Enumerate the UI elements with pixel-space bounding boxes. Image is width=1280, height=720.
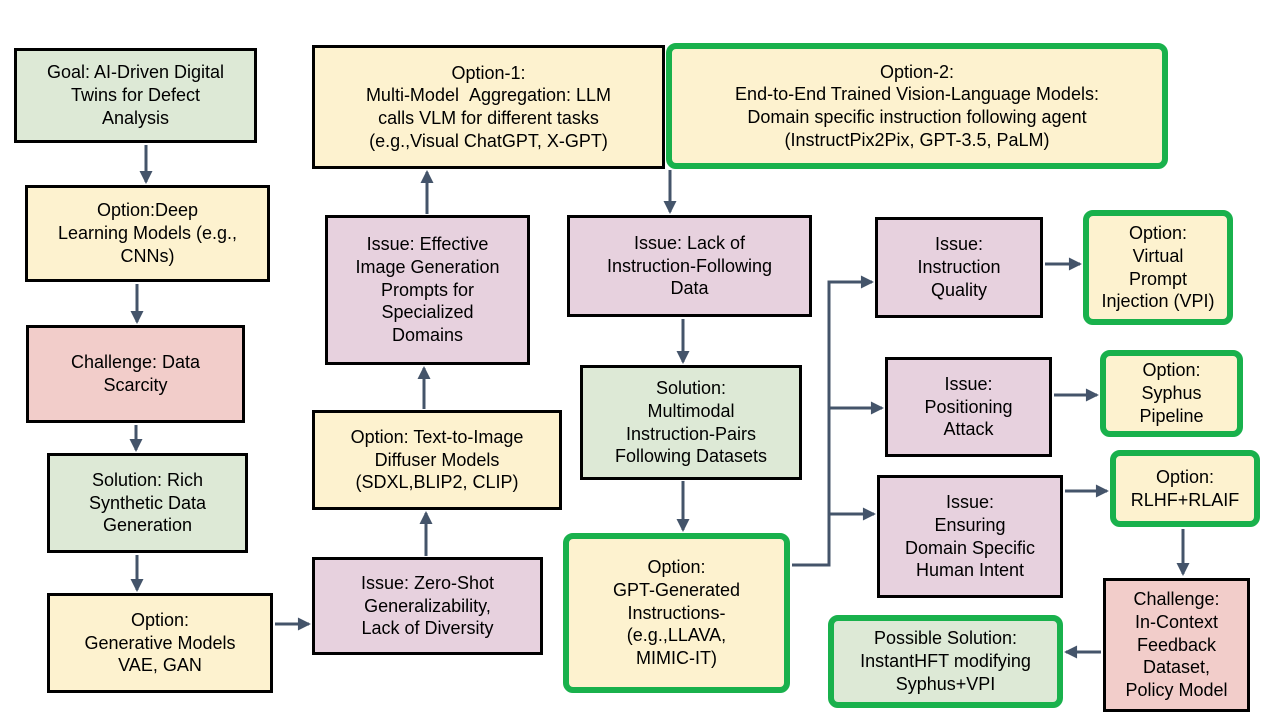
node-label: Option:Deep Learning Models (e.g., CNNs) [57, 200, 238, 266]
node-solution-rich: Solution: Rich Synthetic Data Generation [47, 453, 248, 553]
node-label: Option-2: End-to-End Trained Vision-Lang… [735, 61, 1099, 150]
node-label: Challenge: In-Context Feedback Dataset, … [1125, 589, 1228, 700]
node-label: Issue: Instruction Quality [917, 234, 1001, 300]
node-issue-lack: Issue: Lack of Instruction-Following Dat… [567, 215, 812, 317]
node-label: Option: Generative Models VAE, GAN [84, 609, 236, 676]
node-option-deep: Option:Deep Learning Models (e.g., CNNs) [25, 185, 270, 282]
node-label: Issue: Positioning Attack [924, 373, 1013, 440]
node-label: Issue: Lack of Instruction-Following Dat… [606, 232, 773, 299]
node-option-rlhf: Option: RLHF+RLAIF [1110, 450, 1260, 527]
node-label: Option: RLHF+RLAIF [1130, 466, 1240, 510]
node-option-vpi: Option: Virtual Prompt Injection (VPI) [1083, 210, 1233, 325]
node-goal: Goal: AI-Driven Digital Twins for Defect… [14, 48, 257, 143]
node-label: Challenge: Data Scarcity [70, 352, 201, 395]
node-challenge-data: Challenge: Data Scarcity [26, 325, 245, 423]
node-label: Option: GPT-Generated Instructions- (e.g… [612, 557, 741, 668]
node-label: Solution: Multimodal Instruction-Pairs F… [614, 378, 768, 467]
node-label: Option: Syphus Pipeline [1139, 360, 1204, 426]
node-issue-quality: Issue: Instruction Quality [875, 217, 1043, 318]
node-option-generative: Option: Generative Models VAE, GAN [47, 593, 273, 693]
node-option-1: Option-1: Multi-Model Aggregation: LLM c… [312, 45, 665, 169]
node-label: Goal: AI-Driven Digital Twins for Defect… [46, 62, 225, 128]
node-label: Option: Virtual Prompt Injection (VPI) [1101, 223, 1215, 312]
node-possible-solution: Possible Solution: InstantHFT modifying … [828, 615, 1063, 708]
node-label: Option-1: Multi-Model Aggregation: LLM c… [365, 62, 612, 151]
node-issue-effective: Issue: Effective Image Generation Prompt… [325, 215, 530, 365]
node-solution-multimodal: Solution: Multimodal Instruction-Pairs F… [580, 365, 802, 480]
node-issue-zeroshot: Issue: Zero-Shot Generalizability, Lack … [312, 557, 543, 655]
node-option-gpt: Option: GPT-Generated Instructions- (e.g… [563, 533, 790, 693]
edge-option-gpt-to-issue-quality [792, 275, 874, 567]
node-challenge-incontext: Challenge: In-Context Feedback Dataset, … [1103, 578, 1250, 712]
node-option-syphus: Option: Syphus Pipeline [1100, 350, 1243, 437]
node-label: Issue: Effective Image Generation Prompt… [355, 234, 500, 345]
node-option-t2i: Option: Text-to-Image Diffuser Models (S… [312, 410, 562, 510]
node-label: Issue: Zero-Shot Generalizability, Lack … [360, 572, 495, 639]
node-option-2: Option-2: End-to-End Trained Vision-Lang… [666, 43, 1168, 169]
node-label: Solution: Rich Synthetic Data Generation [88, 469, 207, 536]
node-issue-ensuring: Issue: Ensuring Domain Specific Human In… [877, 475, 1063, 598]
node-label: Option: Text-to-Image Diffuser Models (S… [350, 426, 524, 493]
node-label: Possible Solution: InstantHFT modifying … [860, 628, 1031, 694]
node-issue-positioning: Issue: Positioning Attack [885, 357, 1052, 457]
node-label: Issue: Ensuring Domain Specific Human In… [904, 492, 1036, 581]
